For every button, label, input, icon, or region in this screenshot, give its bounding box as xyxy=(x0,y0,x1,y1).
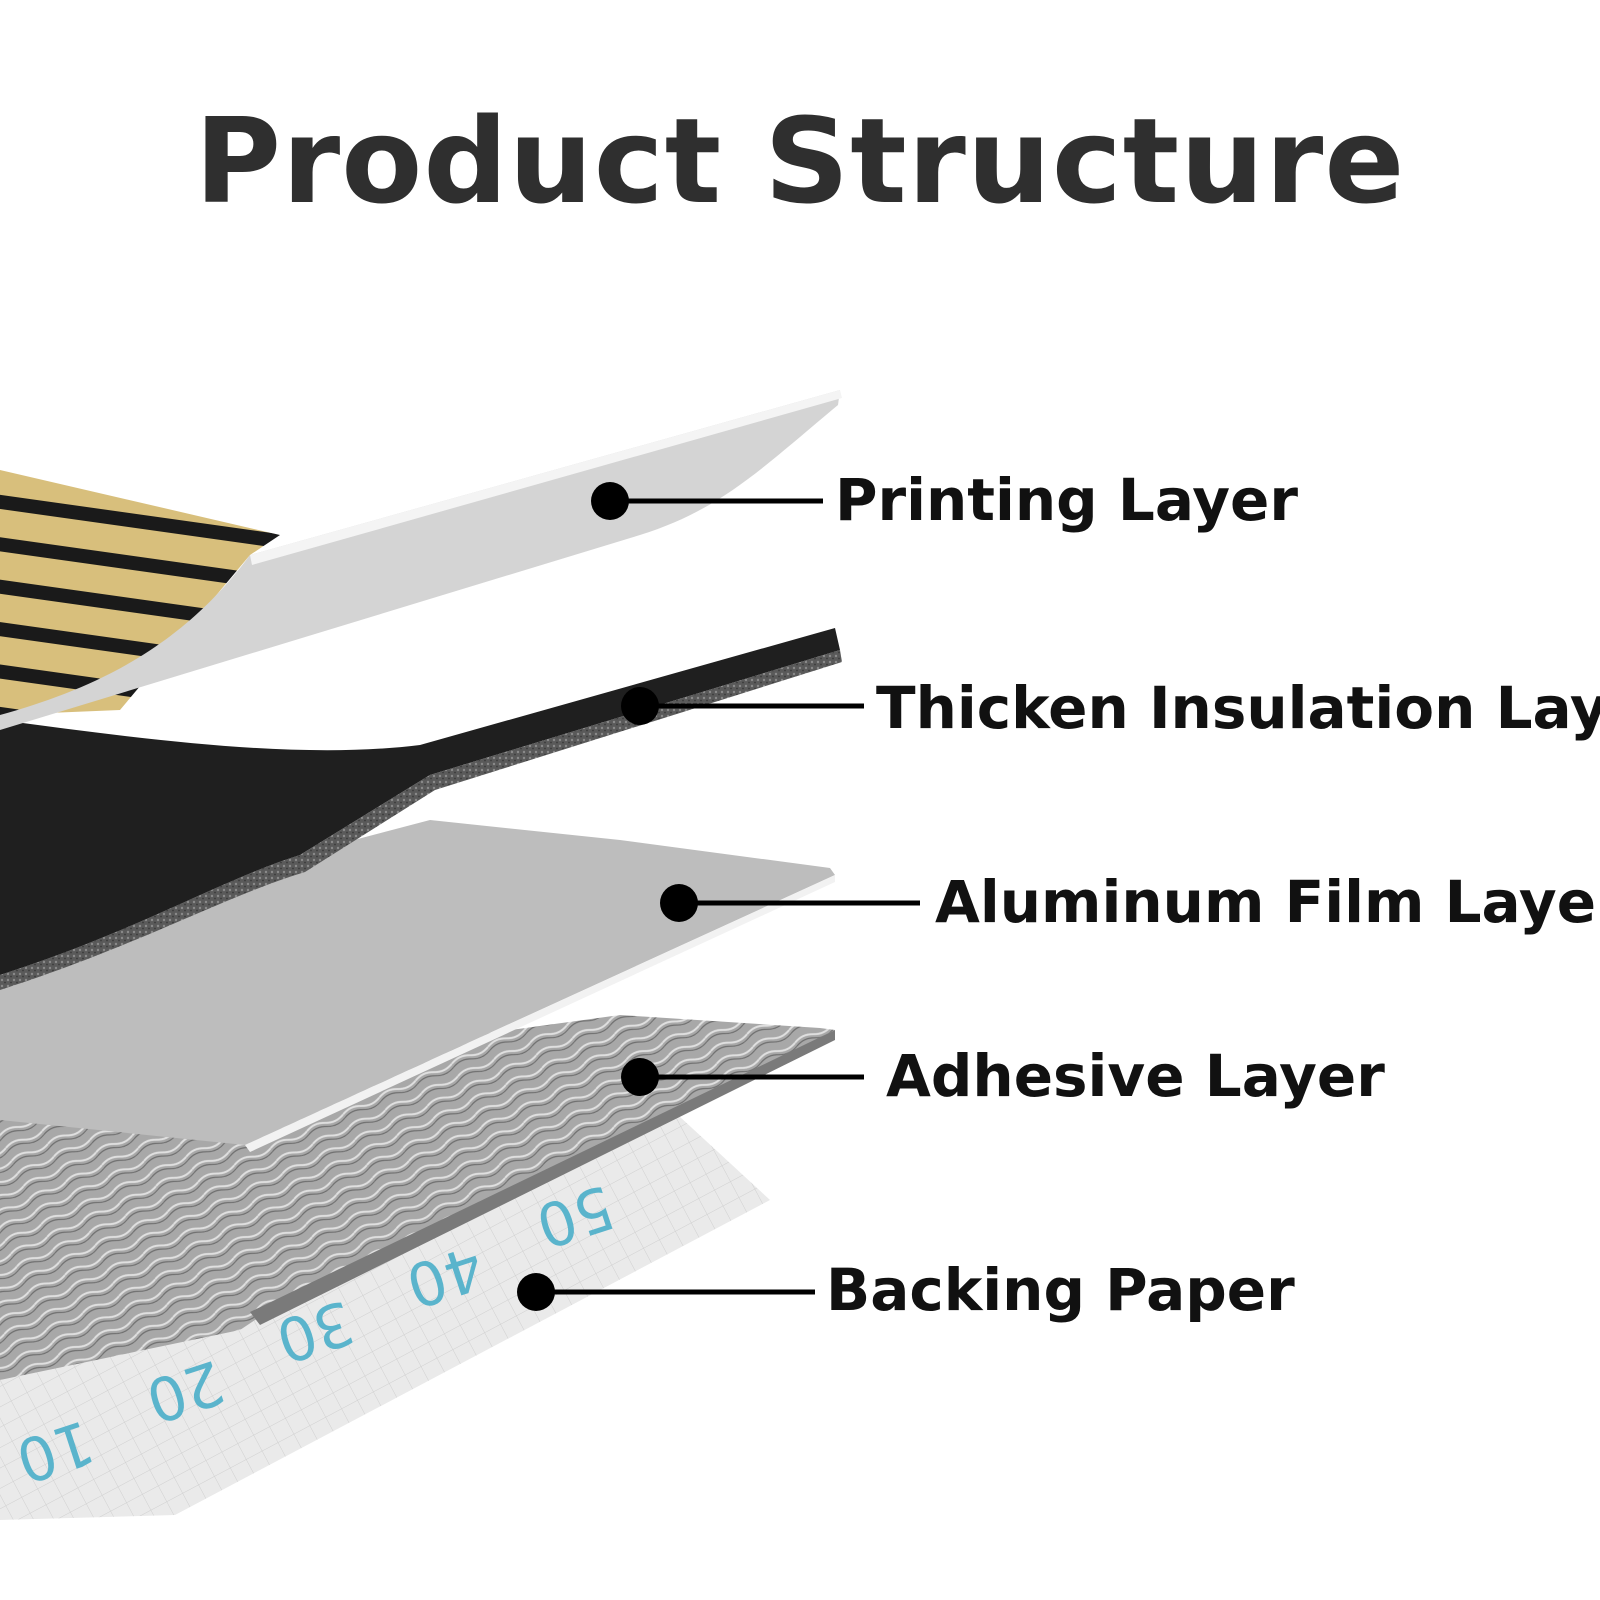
printing-layer-sheet xyxy=(0,390,842,730)
callout-backing-paper: Backing Paper xyxy=(517,1256,1295,1324)
label-insulation-layer: Thicken Insulation Layer xyxy=(876,674,1600,742)
callout-printing-layer: Printing Layer xyxy=(591,466,1298,534)
label-backing-paper: Backing Paper xyxy=(826,1256,1295,1324)
callout-adhesive-layer: Adhesive Layer xyxy=(621,1042,1385,1110)
callout-aluminum-layer: Aluminum Film Layer xyxy=(660,868,1600,936)
label-aluminum-layer: Aluminum Film Layer xyxy=(935,868,1600,936)
label-adhesive-layer: Adhesive Layer xyxy=(886,1042,1385,1110)
page-title: Product Structure xyxy=(194,92,1406,230)
callout-insulation-layer: Thicken Insulation Layer xyxy=(621,674,1600,742)
backing-paper-sheet xyxy=(0,1080,770,1520)
insulation-layer-sheet xyxy=(0,628,842,990)
label-printing-layer: Printing Layer xyxy=(835,466,1298,534)
